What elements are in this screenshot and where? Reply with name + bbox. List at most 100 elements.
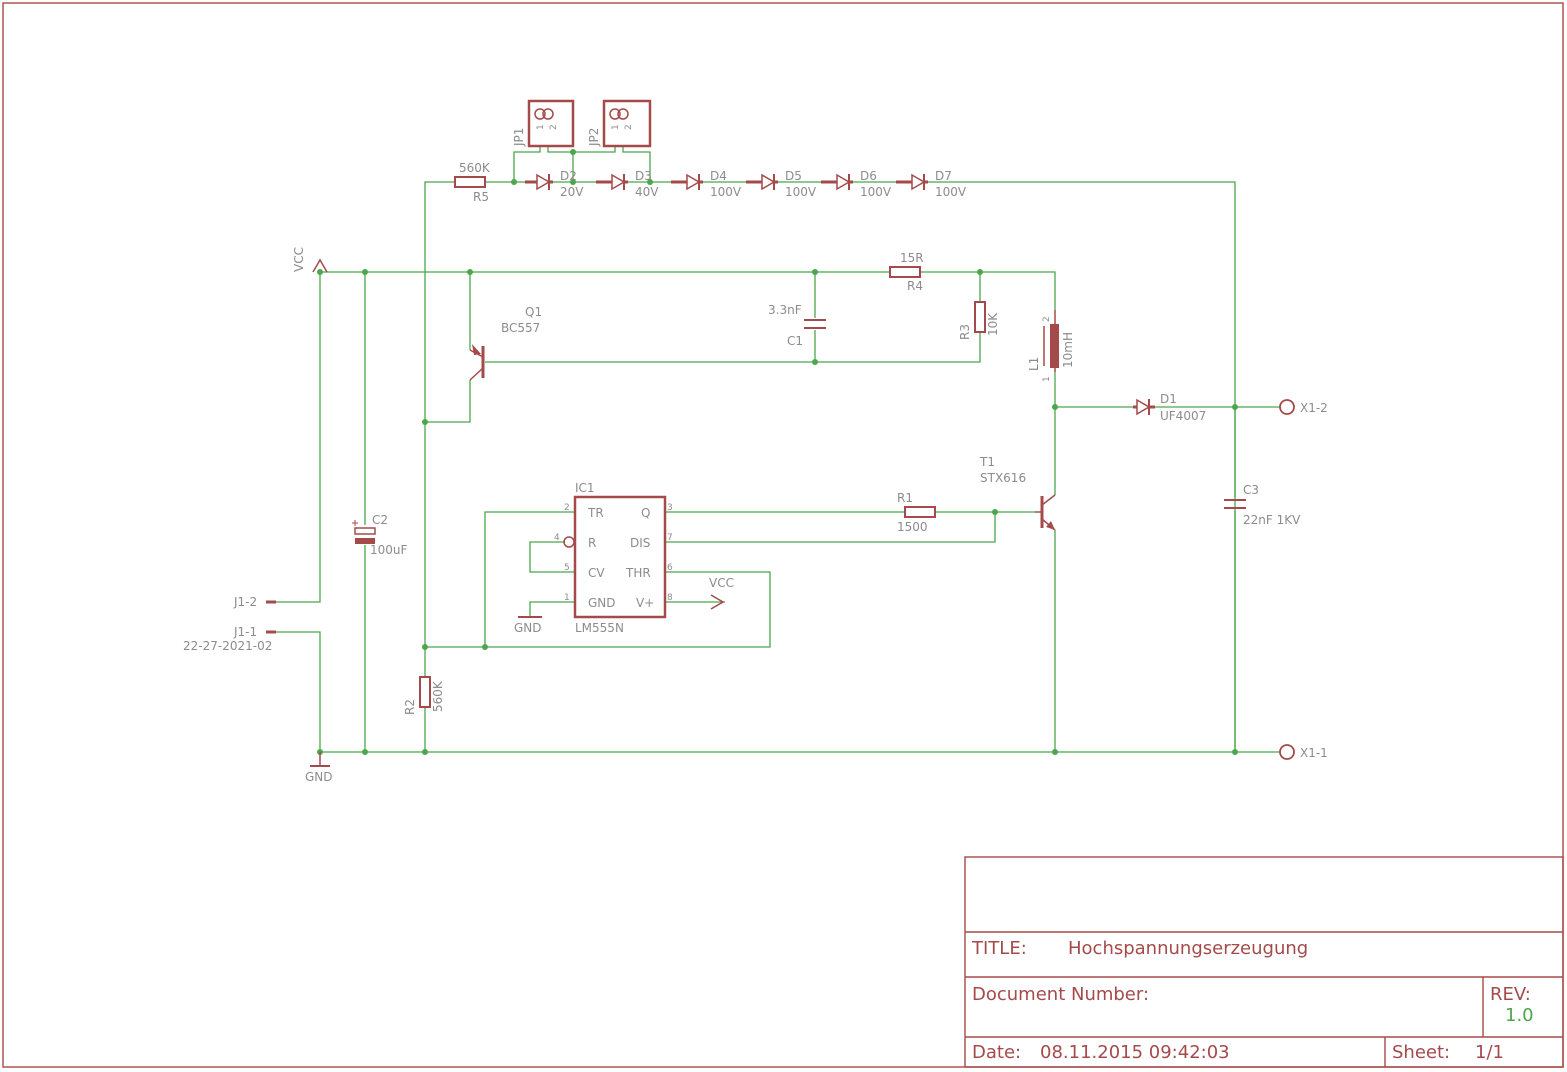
text-c3-name: C3 — [1243, 483, 1259, 497]
text-c1-name: C1 — [787, 334, 803, 348]
resistor-r4: 15R R4 — [889, 251, 924, 293]
vcc-symbol-ic: VCC — [709, 576, 734, 610]
inductor-l1: 2 1 L1 10mH — [1027, 310, 1075, 382]
gnd-symbol-ic: GND — [514, 616, 542, 635]
text-d7-value: 100V — [935, 185, 967, 199]
text-d4-value: 100V — [710, 185, 742, 199]
text-j1-value: 22-27-2021-02 — [183, 639, 272, 653]
sheet-label: Sheet: — [1392, 1042, 1450, 1063]
text-j1-2: J1-2 — [233, 595, 257, 609]
text-d1-value: UF4007 — [1160, 409, 1206, 423]
sheet-value: 1/1 — [1475, 1042, 1504, 1063]
rev-value: 1.0 — [1505, 1005, 1534, 1026]
text-r4-name: R4 — [907, 279, 923, 293]
text-c1-value: 3.3nF — [768, 303, 802, 317]
text-pin1: 1 — [536, 124, 546, 130]
jp2-label: JP2 — [587, 128, 601, 147]
text-d2-value: 20V — [560, 185, 584, 199]
text-n2: 2 — [564, 503, 570, 513]
text-ic1-name: IC1 — [575, 481, 595, 495]
doc-number-label: Document Number: — [972, 984, 1149, 1005]
text-n7: 7 — [667, 533, 673, 543]
text-r5-value: 560K — [459, 161, 491, 175]
date-label: Date: — [972, 1042, 1021, 1063]
text-r5-name: R5 — [473, 190, 489, 204]
text-gnd: GND — [514, 621, 542, 635]
text-gnd: GND — [588, 596, 616, 610]
text-d1-name: D1 — [1160, 392, 1177, 406]
text-t1-value: STX616 — [980, 471, 1026, 485]
text-d7-name: D7 — [935, 169, 952, 183]
text-l1-name: L1 — [1027, 357, 1041, 371]
capacitor-c1: 3.3nF C1 — [768, 303, 826, 348]
diode-d4: D4 100V — [671, 169, 742, 199]
text-cv: CV — [588, 566, 605, 580]
capacitor-c3: C3 22nF 1KV — [1224, 483, 1301, 527]
text-r3-name: R3 — [958, 324, 972, 340]
text-r1-value: 1500 — [897, 520, 928, 534]
text-l1-value: 10mH — [1061, 332, 1075, 368]
jp1-label: JP1 — [512, 128, 526, 147]
text-r: R — [588, 536, 596, 550]
text-j1-1: J1-1 — [233, 625, 257, 639]
text-vcc: VCC — [709, 576, 734, 590]
text-c2-name: C2 — [372, 513, 388, 527]
terminal-x1-2: X1-2 — [1279, 399, 1328, 415]
junctions — [317, 149, 1238, 755]
text-r4-value: 15R — [900, 251, 924, 265]
terminal-x1-1: X1-1 — [1279, 744, 1328, 760]
gnd-symbol: GND — [305, 752, 333, 784]
transistor-t1: T1 STX616 — [979, 455, 1056, 531]
title-text: Hochspannungserzeugung — [1068, 938, 1308, 959]
title-label: TITLE: — [971, 938, 1027, 959]
text-n8: 8 — [667, 593, 673, 603]
text-x1-1: X1-1 — [1300, 746, 1328, 760]
date-value: 08.11.2015 09:42:03 — [1040, 1042, 1230, 1063]
vcc-label: VCC — [292, 247, 306, 272]
jumper-jp2: 1 2 JP2 — [587, 99, 652, 148]
text-d5-value: 100V — [785, 185, 817, 199]
jumper-jp1: 1 2 JP1 — [512, 99, 575, 148]
text-d6-value: 100V — [860, 185, 892, 199]
ic1-lm555: IC1 LM555N TR Q R DIS CV THR GND V+ 2 3 … — [554, 481, 673, 635]
resistor-r2: R2 560K — [403, 676, 445, 715]
text-d3-name: D3 — [635, 169, 652, 183]
text-n5: 5 — [564, 563, 570, 573]
diode-d5: D5 100V — [746, 169, 817, 199]
rev-label: REV: — [1490, 984, 1531, 1005]
text-n1: 1 — [564, 593, 570, 603]
text-vplus: V+ — [636, 596, 654, 610]
transistor-q1: Q1 BC557 — [469, 305, 542, 381]
text-d5-name: D5 — [785, 169, 802, 183]
resistor-r3: R3 10K — [958, 301, 1000, 340]
wires — [275, 146, 1280, 753]
text-r2-value: 560K — [431, 680, 445, 712]
text-r3-value: 10K — [986, 312, 1000, 336]
text-ic1-value: LM555N — [575, 621, 624, 635]
diode-d2: D2 20V — [525, 169, 584, 199]
vcc-symbol: VCC — [292, 247, 328, 273]
text-d6-name: D6 — [860, 169, 877, 183]
resistor-r1: R1 1500 — [897, 491, 936, 534]
text-d2-name: D2 — [560, 169, 577, 183]
text-d3-value: 40V — [635, 185, 659, 199]
text-r2-name: R2 — [403, 699, 417, 715]
text-t1-name: T1 — [979, 455, 995, 469]
text-pin1: 1 — [1042, 376, 1052, 382]
text-pin2: 2 — [624, 124, 634, 130]
text-c3-value: 22nF 1KV — [1243, 513, 1301, 527]
text-tr: TR — [587, 506, 604, 520]
text-thr: THR — [625, 566, 651, 580]
text-n6: 6 — [667, 563, 673, 573]
text-dis: DIS — [630, 536, 650, 550]
text-n3: 3 — [667, 503, 673, 513]
text-q1-value: BC557 — [501, 321, 540, 335]
text-d4-name: D4 — [710, 169, 727, 183]
diode-d7: D7 100V — [896, 169, 967, 199]
text-pin2: 2 — [549, 124, 559, 130]
title-block: TITLE: Hochspannungserzeugung Document N… — [964, 856, 1564, 1068]
text-c2-value: 100uF — [370, 543, 408, 557]
diode-d1: D1 UF4007 — [1133, 392, 1206, 423]
